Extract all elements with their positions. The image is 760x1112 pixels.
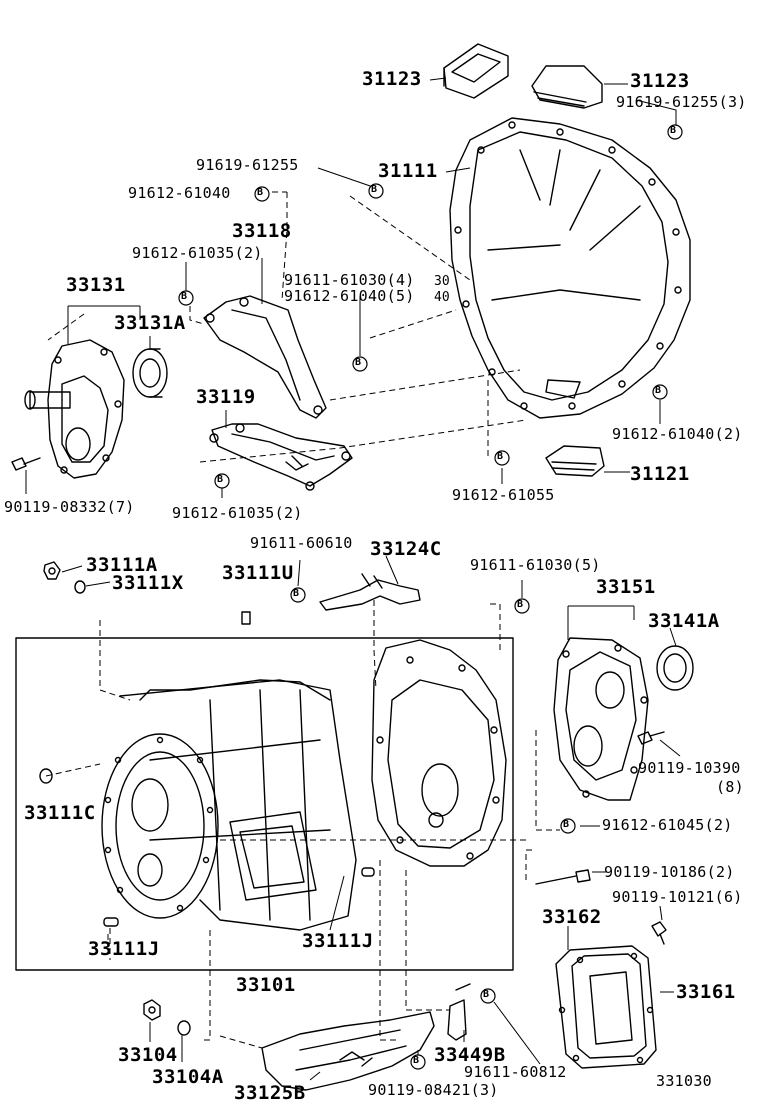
bolt-marker-letter: B [355, 357, 362, 368]
label-33161[interactable]: 33161 [676, 981, 736, 1003]
case-group-frame [15, 637, 514, 971]
part-33119-bracket-drawing [209, 423, 353, 491]
label-33111C[interactable]: 33111C [24, 802, 96, 824]
part-90119-10121-bolt-drawing [651, 921, 667, 945]
bolt-marker-letter: B [483, 989, 490, 1000]
part-31123-right-drawing [531, 65, 603, 109]
label-33131[interactable]: 33131 [66, 274, 126, 296]
bolt-marker-letter: B [413, 1055, 420, 1066]
part-33111A-nut-drawing [43, 561, 61, 580]
label-91611-61030-5[interactable]: 91611-61030(5) [470, 556, 601, 574]
label-31111[interactable]: 31111 [378, 160, 438, 182]
label-33162[interactable]: 33162 [542, 906, 602, 928]
label-91612-61040-2[interactable]: 91612-61040(2) [612, 425, 743, 443]
part-33162-gasket-drawing [555, 945, 657, 1069]
part-33111C-plug-drawing [39, 768, 53, 784]
part-intermediate-plate-drawing [371, 639, 507, 867]
label-33111J-left[interactable]: 33111J [88, 938, 160, 960]
part-33125B-guide-drawing [261, 1011, 435, 1091]
part-33151-extension-housing-drawing [553, 637, 649, 801]
label-91612-61040-top[interactable]: 91612-61040 [128, 184, 231, 202]
diagram-reference-number: 331030 [656, 1072, 712, 1090]
label-33111J-mid[interactable]: 33111J [302, 930, 374, 952]
label-33118[interactable]: 33118 [232, 220, 292, 242]
bolt-marker-letter: B [497, 451, 504, 462]
part-33449B-stopper-drawing [447, 983, 471, 1041]
label-91612-61035-2-top[interactable]: 91612-61035(2) [132, 244, 263, 262]
bolt-marker-letter: B [517, 599, 524, 610]
torque-value-40: 40 [434, 290, 450, 305]
bolt-marker-letter: B [563, 819, 570, 830]
bolt-marker-letter: B [293, 588, 300, 599]
part-90119-10390-bolt-drawing [637, 731, 665, 745]
label-31121[interactable]: 31121 [630, 463, 690, 485]
part-33111X-washer-drawing [74, 580, 86, 594]
label-33124C[interactable]: 33124C [370, 538, 442, 560]
part-33118-bracket-drawing [203, 295, 327, 419]
label-91612-61045-2[interactable]: 91612-61045(2) [602, 816, 733, 834]
label-91619-61255[interactable]: 91619-61255 [196, 156, 299, 174]
part-31121-plug-drawing [545, 445, 605, 477]
part-33101-case-drawing [101, 679, 357, 931]
label-31123-right[interactable]: 31123 [630, 70, 690, 92]
label-33449B[interactable]: 33449B [434, 1044, 506, 1066]
label-33125B[interactable]: 33125B [234, 1082, 306, 1104]
label-90119-10121-6[interactable]: 90119-10121(6) [612, 888, 743, 906]
label-33111A[interactable]: 33111A [86, 554, 158, 576]
part-33111U-pin-drawing [241, 611, 251, 625]
part-31111-bell-housing-drawing [449, 117, 691, 419]
part-90119-10186-bolt-drawing [535, 869, 591, 885]
label-91619-61255-3[interactable]: 91619-61255(3) [616, 93, 747, 111]
label-33151[interactable]: 33151 [596, 576, 656, 598]
label-33111U[interactable]: 33111U [222, 562, 294, 584]
part-33131A-seal-drawing [132, 348, 168, 398]
solid-leader-lines [25, 77, 681, 1081]
label-91612-61055[interactable]: 91612-61055 [452, 486, 555, 504]
label-33119[interactable]: 33119 [196, 386, 256, 408]
torque-value-30: 30 [434, 274, 450, 289]
bolt-marker-letter: B [181, 291, 188, 302]
label-91611-61030-4[interactable]: 91611-61030(4) [284, 271, 415, 289]
bolt-marker-letter: B [670, 125, 677, 136]
dashed-leader-lines [45, 191, 560, 1049]
label-33131A[interactable]: 33131A [114, 312, 186, 334]
label-33141A[interactable]: 33141A [648, 610, 720, 632]
label-90119-10390[interactable]: 90119-10390 [638, 759, 741, 777]
label-91611-60812[interactable]: 91611-60812 [464, 1063, 567, 1081]
part-33111J-pin-mid-drawing [361, 867, 375, 877]
part-33111J-pin-left-drawing [103, 917, 119, 927]
label-91612-61040-5[interactable]: 91612-61040(5) [284, 287, 415, 305]
bolt-marker-letter: B [371, 184, 378, 195]
bolt-marker-letter: B [655, 385, 662, 396]
part-33141A-seal-drawing [656, 645, 694, 691]
label-91611-60610[interactable]: 91611-60610 [250, 534, 353, 552]
label-33111X[interactable]: 33111X [112, 572, 184, 594]
label-90119-10186-2[interactable]: 90119-10186(2) [604, 863, 735, 881]
part-33104A-washer-drawing [177, 1020, 191, 1036]
label-31123-left[interactable]: 31123 [362, 68, 422, 90]
part-33131-retainer-drawing [24, 339, 125, 479]
part-90119-08332-bolt-drawing [11, 457, 41, 471]
label-90119-08421-3[interactable]: 90119-08421(3) [368, 1081, 499, 1099]
bolt-marker-letter: B [217, 474, 224, 485]
label-91612-61035-2-bottom[interactable]: 91612-61035(2) [172, 504, 303, 522]
part-33124C-lever-drawing [319, 573, 421, 611]
label-90119-08332-7[interactable]: 90119-08332(7) [4, 498, 135, 516]
label-33104[interactable]: 33104 [118, 1044, 178, 1066]
label-33101[interactable]: 33101 [236, 974, 296, 996]
part-31123-left-drawing [443, 43, 509, 99]
label-90119-10390-qty: (8) [716, 778, 744, 796]
part-33104-drain-plug-drawing [143, 999, 161, 1021]
part-33161-cover-drawing [558, 952, 654, 1064]
label-33104A[interactable]: 33104A [152, 1066, 224, 1088]
bolt-marker-letter: B [257, 187, 264, 198]
